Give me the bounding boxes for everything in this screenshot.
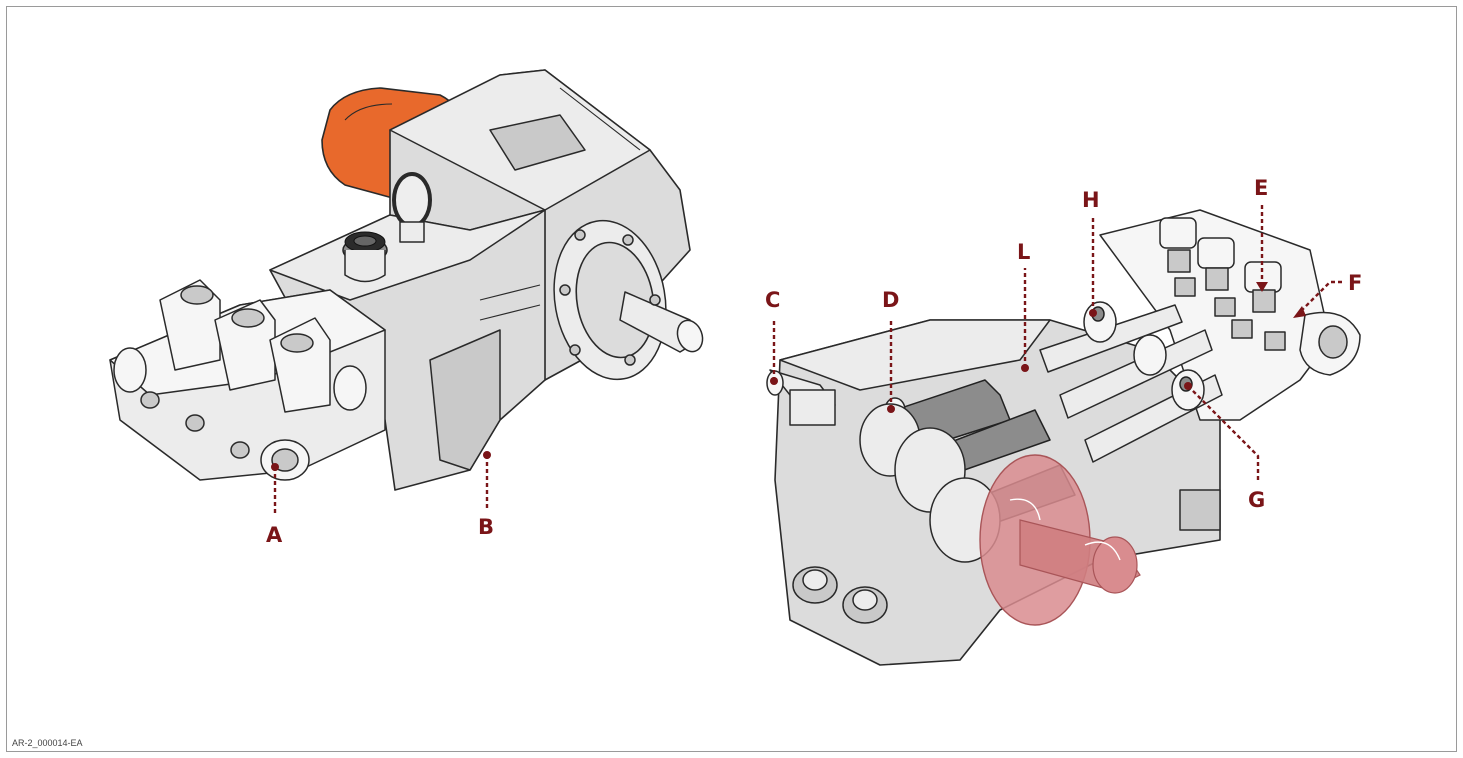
- callout-g: G: [1184, 382, 1265, 512]
- cutaway-manifold: [1099, 209, 1361, 421]
- svg-text:G: G: [1248, 488, 1265, 512]
- callout-c: C: [765, 288, 780, 385]
- svg-text:A: A: [266, 523, 283, 547]
- crankshaft-stub: [766, 369, 836, 426]
- document-code: AR-2_000014-EA: [12, 738, 83, 748]
- svg-text:D: D: [882, 288, 899, 312]
- svg-text:E: E: [1254, 176, 1268, 200]
- svg-text:B: B: [478, 515, 494, 539]
- callout-l: L: [1017, 240, 1030, 372]
- oil-filler-cap: [342, 231, 388, 283]
- drive-flange: [553, 219, 704, 381]
- callout-h: H: [1082, 188, 1100, 317]
- callout-b: B: [478, 451, 494, 539]
- cutaway-pump: [766, 209, 1361, 666]
- crankcase: [269, 209, 546, 491]
- lifting-eye-bolt: [392, 172, 432, 243]
- callout-a: A: [266, 463, 283, 547]
- svg-text:C: C: [765, 288, 780, 312]
- crankshaft-highlight: [979, 454, 1141, 626]
- callout-d: D: [882, 288, 899, 413]
- svg-text:H: H: [1082, 188, 1100, 212]
- callout-e: E: [1254, 176, 1268, 292]
- callout-f: F: [1293, 271, 1362, 318]
- plungers: [1039, 301, 1223, 463]
- svg-text:L: L: [1017, 240, 1030, 264]
- pump-head-manifold: [109, 279, 386, 481]
- svg-text:F: F: [1348, 271, 1362, 295]
- assembled-pump: [109, 69, 704, 491]
